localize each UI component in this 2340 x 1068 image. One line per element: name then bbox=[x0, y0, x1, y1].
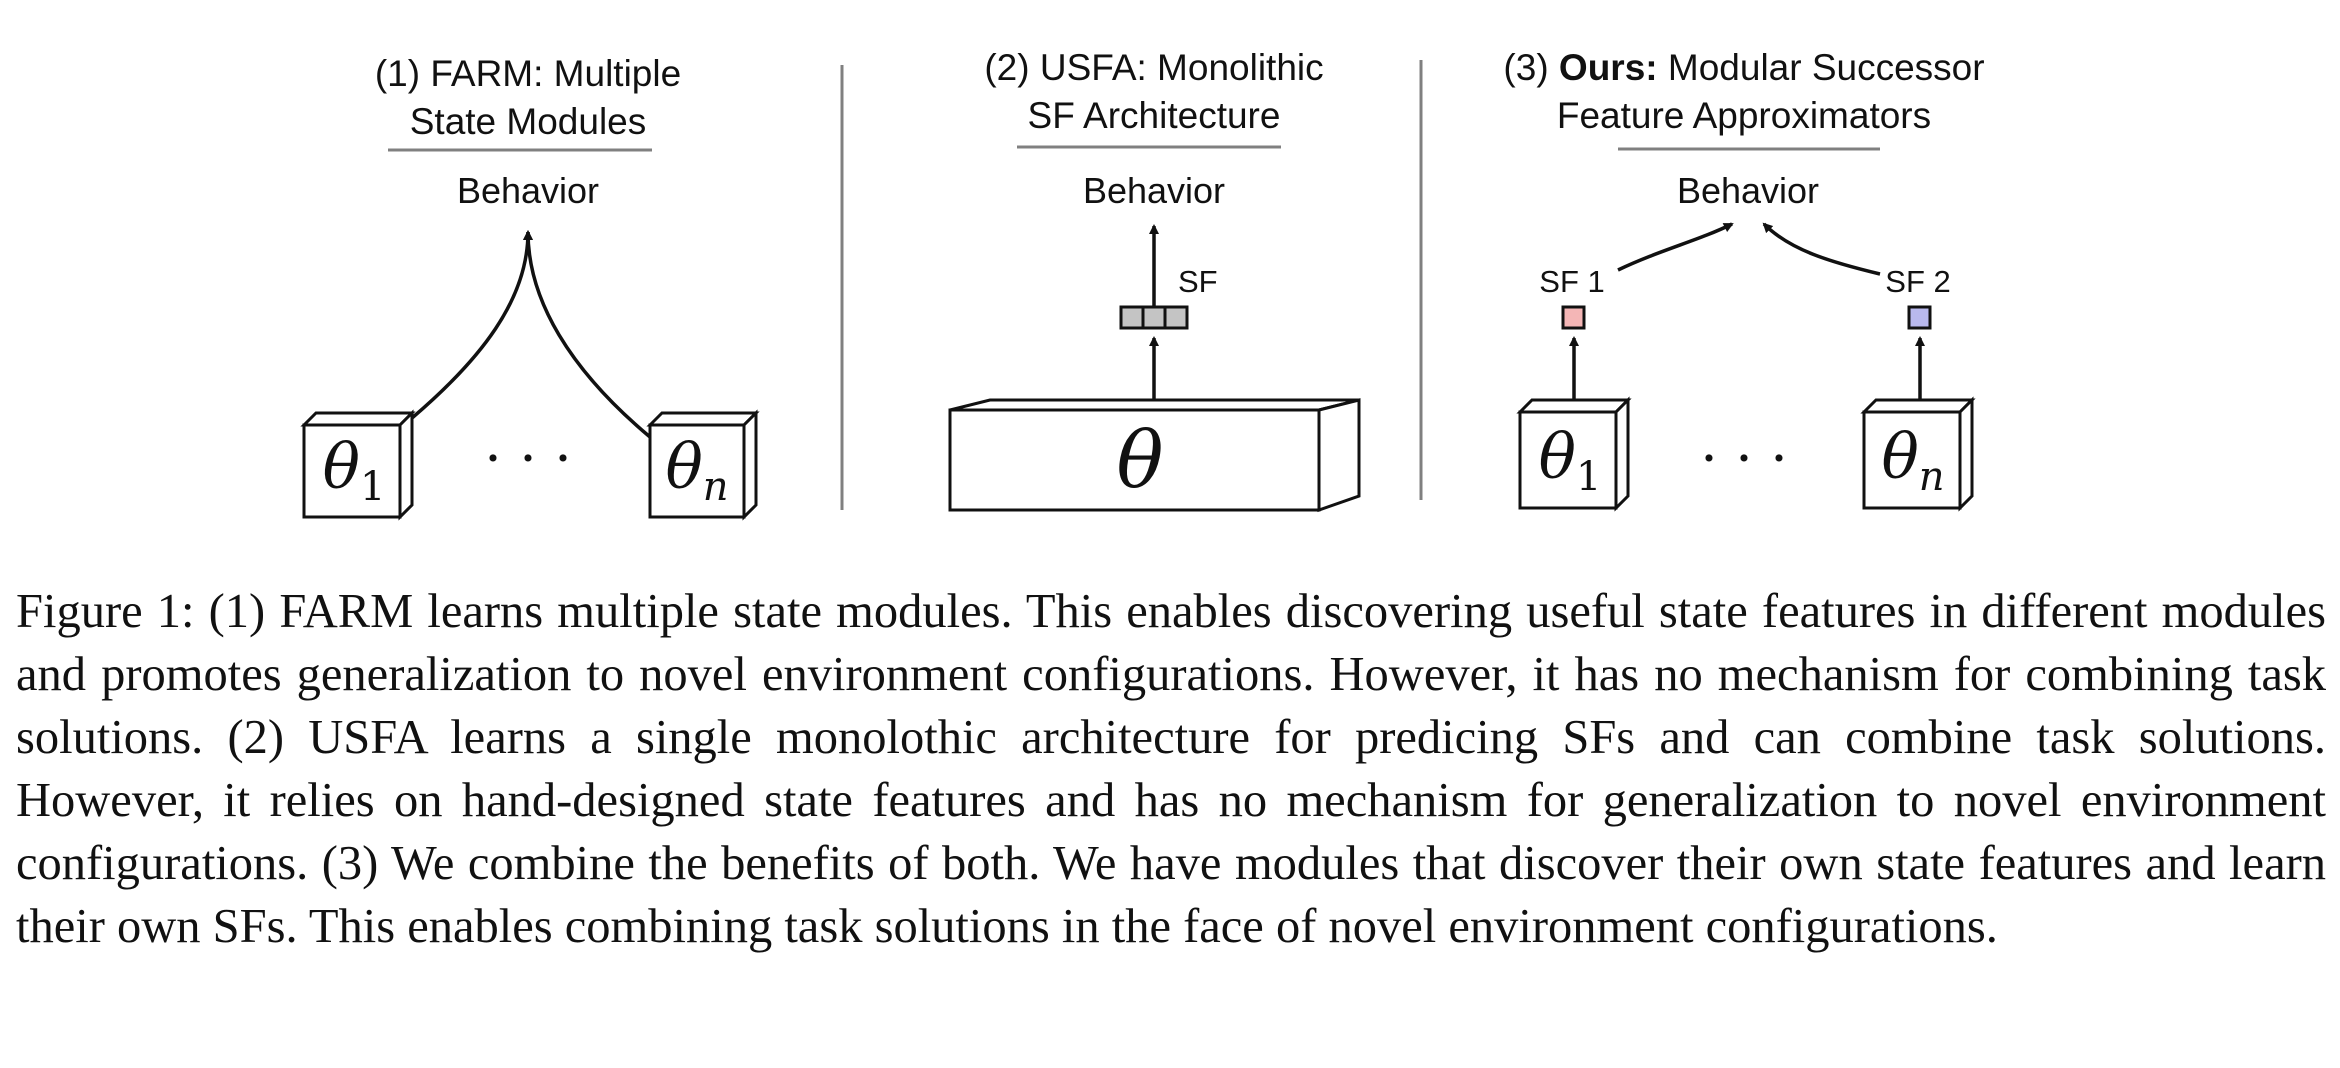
ours-module-n-theta: θ bbox=[1881, 420, 1918, 493]
ours-module-1-subscript: 1 bbox=[1576, 454, 1601, 500]
ours-module-n: θn bbox=[1860, 396, 1976, 512]
farm-title-line1: (1) FARM: Multiple bbox=[375, 53, 681, 94]
svg-text:θn: θn bbox=[1881, 420, 1944, 500]
ours-module-n-subscript: n bbox=[1919, 454, 1945, 500]
ours-behavior-label: Behavior bbox=[1677, 170, 1819, 211]
farm-module-1-subscript: 1 bbox=[360, 464, 385, 510]
farm-module-n-theta: θ bbox=[665, 430, 702, 503]
ours-title-line1: (3) Ours: Modular Successor bbox=[1503, 47, 1984, 88]
usfa-behavior-label: Behavior bbox=[1083, 170, 1225, 211]
ours-title-bold: Ours: bbox=[1559, 47, 1658, 88]
farm-arrow-right bbox=[523, 230, 652, 439]
architecture-comparison-diagram: (1) FARM: Multiple State Modules Behavio… bbox=[300, 47, 1985, 521]
usfa-title-line2: SF Architecture bbox=[1028, 95, 1281, 136]
ours-ellipsis: · · · bbox=[1699, 425, 1789, 491]
farm-ellipsis: · · · bbox=[483, 425, 573, 491]
ours-title-rest: Modular Successor bbox=[1658, 47, 1985, 88]
farm-module-n: θn bbox=[646, 409, 760, 521]
ours-module-1: θ1 bbox=[1516, 396, 1632, 512]
panel-ours: (3) Ours: Modular Successor Feature Appr… bbox=[1503, 47, 1985, 512]
ours-sf1-vector bbox=[1561, 305, 1586, 330]
usfa-sf-label: SF bbox=[1178, 264, 1218, 299]
panel-usfa: (2) USFA: Monolithic SF Architecture Beh… bbox=[948, 47, 1361, 513]
ours-arrow-sf2-to-behavior bbox=[1762, 222, 1881, 276]
usfa-sf-vector bbox=[1119, 305, 1189, 330]
ours-sf2-vector bbox=[1907, 305, 1932, 330]
svg-text:θ1: θ1 bbox=[1539, 420, 1602, 500]
usfa-title-line1: (2) USFA: Monolithic bbox=[984, 47, 1323, 88]
farm-behavior-label: Behavior bbox=[457, 170, 599, 211]
usfa-module-theta: θ bbox=[1117, 416, 1164, 506]
ours-title-number: (3) bbox=[1503, 47, 1559, 88]
ours-title-line2: Feature Approximators bbox=[1557, 95, 1931, 136]
farm-module-n-subscript: n bbox=[703, 464, 729, 510]
farm-module-1-theta: θ bbox=[323, 430, 360, 503]
ours-arrow-sf1-to-behavior bbox=[1617, 222, 1734, 272]
svg-text:θ1: θ1 bbox=[323, 430, 386, 510]
ours-sf2-label: SF 2 bbox=[1885, 264, 1950, 299]
ours-module-1-theta: θ bbox=[1539, 420, 1576, 493]
usfa-monolithic-module: θ bbox=[948, 398, 1361, 513]
panel-farm: (1) FARM: Multiple State Modules Behavio… bbox=[300, 53, 760, 521]
farm-arrow-left bbox=[410, 230, 533, 420]
svg-text:θn: θn bbox=[665, 430, 728, 510]
figure-caption: Figure 1: (1) FARM learns multiple state… bbox=[16, 585, 2326, 953]
farm-title-line2: State Modules bbox=[410, 101, 647, 142]
farm-module-1: θ1 bbox=[300, 409, 416, 521]
ours-sf1-label: SF 1 bbox=[1539, 264, 1604, 299]
